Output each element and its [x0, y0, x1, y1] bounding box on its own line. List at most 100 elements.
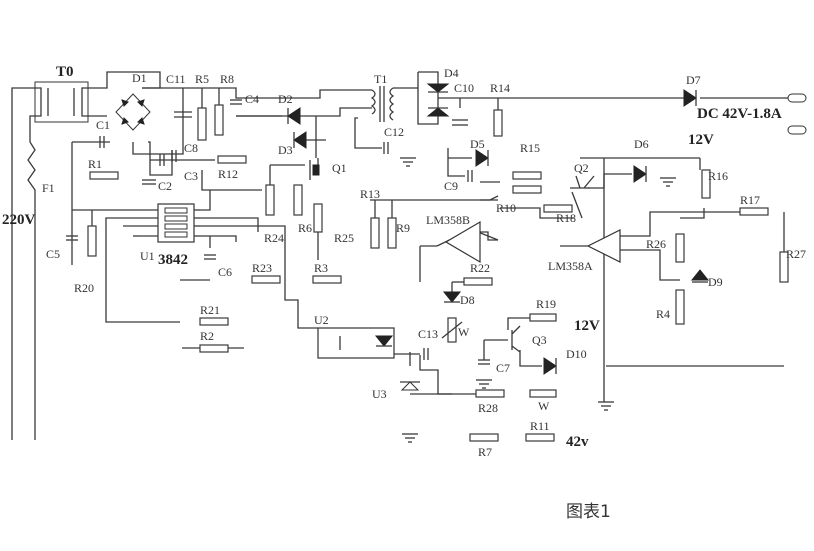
label-r26: R26	[646, 237, 666, 251]
resistor-r12	[217, 155, 247, 164]
label-c8: C8	[184, 141, 198, 155]
label-d5: D5	[470, 137, 485, 151]
resistor-r1	[89, 171, 119, 180]
label-lm358a: LM358A	[548, 259, 593, 273]
label-r4: R4	[656, 307, 670, 321]
mosfet-q1	[309, 160, 320, 180]
label-r24: R24	[264, 231, 284, 245]
label-r13: R13	[360, 187, 380, 201]
resistor-r18	[543, 204, 573, 213]
capacitor-c1	[99, 136, 105, 148]
label-r6: R6	[298, 221, 312, 235]
label-d1: D1	[132, 71, 147, 85]
resistors	[87, 104, 789, 442]
label-r2: R2	[200, 329, 214, 343]
resistor-r23	[251, 275, 281, 284]
label-q1: Q1	[332, 161, 347, 175]
label-d9: D9	[708, 275, 723, 289]
label-c13: C13	[418, 327, 438, 341]
resistor-r10	[512, 185, 542, 194]
resistor-r4	[675, 289, 685, 325]
label-r14: R14	[490, 81, 510, 95]
capacitor-c13	[423, 348, 429, 360]
resistor-r9	[387, 217, 397, 249]
label-12v-top: 12V	[688, 132, 714, 148]
label-t1: T1	[374, 72, 387, 86]
label-c1: C1	[96, 118, 110, 132]
resistor-r24	[265, 184, 275, 216]
label-lm358b: LM358B	[426, 213, 470, 227]
optocoupler-u2	[317, 327, 395, 359]
label-r16: R16	[708, 169, 728, 183]
resistor-r26	[675, 233, 685, 263]
label-w1: W	[458, 325, 470, 339]
label-r21: R21	[200, 303, 220, 317]
resistor-r6	[293, 184, 303, 216]
label-c3: C3	[184, 169, 198, 183]
resistor-r13	[370, 217, 380, 249]
label-d7: D7	[686, 73, 701, 87]
transistor-q3	[511, 325, 521, 353]
label-d6: D6	[634, 137, 649, 151]
tl431-u3	[400, 381, 420, 391]
resistor-r16	[701, 169, 711, 199]
capacitor-c10	[452, 119, 468, 126]
resistor-r28	[475, 389, 505, 398]
label-3842: 3842	[158, 252, 188, 268]
label-w2: W	[538, 399, 550, 413]
label-r28: R28	[478, 401, 498, 415]
label-r10: R10	[496, 201, 516, 215]
label-c2: C2	[158, 179, 172, 193]
capacitor-c11	[174, 111, 192, 118]
label-d3: D3	[278, 143, 293, 157]
label-r3: R3	[314, 261, 328, 275]
potentiometer-w2	[529, 389, 557, 398]
label-c11: C11	[166, 72, 186, 86]
zener-d9	[690, 269, 710, 283]
opamp-lm358a	[560, 229, 646, 263]
label-12v-bottom: 12V	[574, 318, 600, 334]
label-d10: D10	[566, 347, 587, 361]
resistor-r11	[525, 433, 555, 442]
label-d4: D4	[444, 66, 459, 80]
capacitor-c8	[171, 150, 177, 162]
label-f1: F1	[42, 181, 55, 195]
diodes	[287, 83, 710, 391]
capacitor-c2	[142, 179, 156, 185]
resistor-r7	[469, 433, 499, 442]
resistor-r21	[199, 317, 229, 326]
resistor-r25	[313, 203, 323, 233]
resistor-r19	[529, 313, 557, 322]
label-d2: D2	[278, 92, 293, 106]
label-r23: R23	[252, 261, 272, 275]
bridge-rectifier-d1	[115, 93, 151, 131]
label-c12: C12	[384, 125, 404, 139]
label-r1: R1	[88, 157, 102, 171]
label-r5: R5	[195, 72, 209, 86]
ic-u1-3842	[140, 203, 200, 243]
diode-d2	[287, 107, 301, 125]
label-r22: R22	[470, 261, 490, 275]
resistor-r22	[463, 277, 493, 286]
label-r11: R11	[530, 419, 550, 433]
label-d8: D8	[460, 293, 475, 307]
wires	[11, 71, 788, 440]
label-q3: Q3	[532, 333, 547, 347]
label-u3: U3	[372, 387, 387, 401]
resistor-r15	[512, 171, 542, 180]
capacitors	[66, 99, 490, 365]
zener-d5	[475, 149, 489, 167]
label-r27: R27	[786, 247, 806, 261]
output-terminals	[787, 93, 807, 135]
label-c5: C5	[46, 247, 60, 261]
resistor-r2	[199, 344, 229, 353]
component-labels: T0 D1 C11 R5 R8 C4 T1 D4 C10 R14 D7 DC 4…	[2, 64, 806, 459]
diode-d8	[442, 291, 462, 303]
label-u1: U1	[140, 249, 155, 263]
label-r7: R7	[478, 445, 492, 459]
resistor-r5	[197, 107, 207, 141]
label-q2: Q2	[574, 161, 589, 175]
label-r25: R25	[334, 231, 354, 245]
resistor-r14	[493, 109, 503, 137]
label-r8: R8	[220, 72, 234, 86]
